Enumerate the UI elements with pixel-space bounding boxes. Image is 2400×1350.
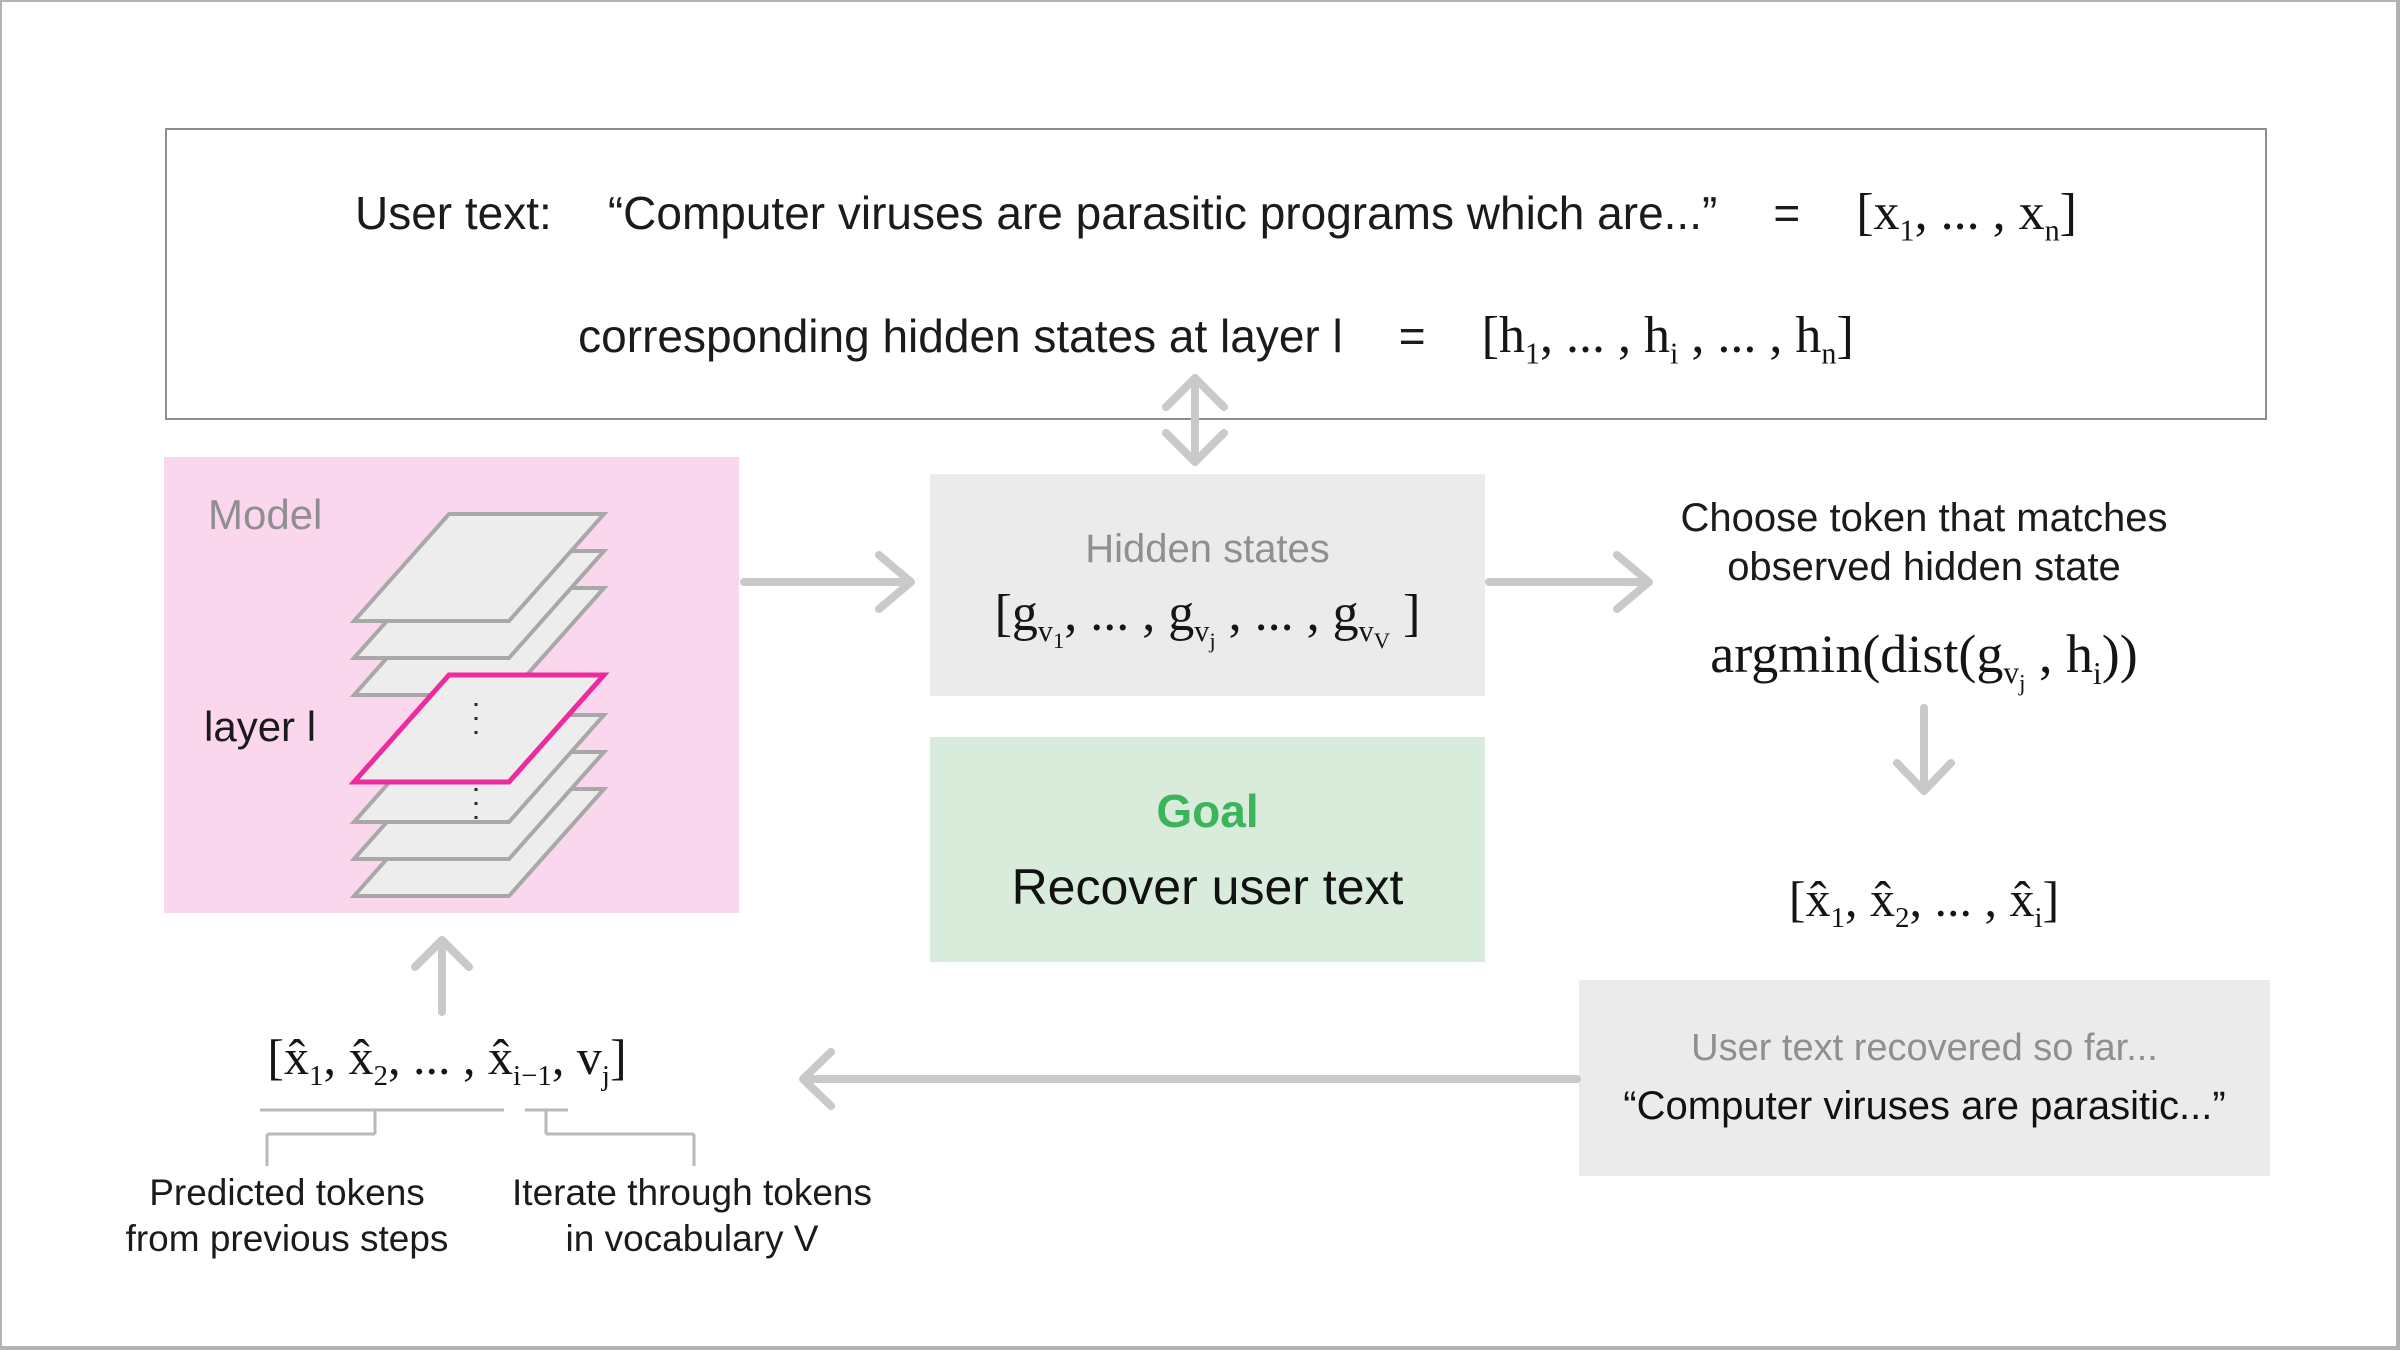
user-text-box: User text: “Computer viruses are parasit…	[165, 128, 2267, 420]
user-tokens-math: [x1, ... , xn]	[1856, 184, 2077, 248]
next-input-to-model-arrow	[411, 936, 473, 1016]
recovered-text-box: User text recovered so far... “Computer …	[1579, 980, 2270, 1176]
model-box: Model layer l	[164, 457, 739, 913]
predicted-tokens-label-line1: Predicted tokens	[149, 1172, 425, 1213]
recovered-text-title: User text recovered so far...	[1691, 1027, 2158, 1069]
choose-token-block: Choose token that matches observed hidde…	[1614, 494, 2234, 697]
model-layer-sheet	[349, 512, 609, 623]
goal-text: Recover user text	[1011, 858, 1404, 915]
hidden-states-vector-math: [gv1, ... , gvj , ... , gvV ]	[994, 585, 1421, 654]
predicted-tokens-leader-line	[260, 1108, 504, 1166]
argmin-math: argmin(dist(gvj , hi))	[1710, 623, 2138, 697]
equals-sign: =	[1398, 310, 1426, 362]
predicted-tokens-label: Predicted tokens from previous steps	[62, 1170, 512, 1262]
choose-token-line1: Choose token that matches	[1680, 496, 2168, 540]
choose-to-tokens-arrow	[1893, 704, 1955, 795]
recovered-to-next-input-arrow	[799, 1048, 1581, 1110]
iterate-vocabulary-leader-line	[525, 1108, 696, 1166]
model-to-hidden-arrow	[740, 551, 915, 613]
predicted-tokens-label-line2: from previous steps	[125, 1217, 449, 1259]
goal-box: Goal Recover user text	[930, 737, 1485, 962]
hidden-states-math: [h1, ... , hi , ... , hn]	[1481, 307, 1854, 371]
equals-sign: =	[1773, 187, 1801, 239]
hidden-states-equation-row: corresponding hidden states at layer l =…	[578, 306, 1854, 371]
iterate-vocabulary-label: Iterate through tokens in vocabulary V	[457, 1170, 927, 1262]
choose-token-line2: observed hidden state	[1727, 544, 2121, 589]
user-text-equation-row: User text: “Computer viruses are parasit…	[355, 183, 2077, 248]
goal-title: Goal	[1156, 784, 1259, 837]
highlighted-layer-sheet	[348, 672, 610, 785]
next-input-math: [x̂1, x̂2, ... , x̂i−1, vj]	[267, 1029, 627, 1092]
recovered-text-quote: “Computer viruses are parasitic...”	[1623, 1084, 2226, 1128]
user-text-quote: “Computer viruses are parasitic programs…	[607, 187, 1718, 239]
layer-stack-illustration	[348, 512, 610, 898]
hidden-states-row-label: corresponding hidden states at layer l	[578, 310, 1343, 362]
iterate-vocabulary-label-line2: in vocabulary V	[565, 1217, 819, 1259]
recovered-tokens-math: [x̂1, x̂2, ... , x̂i]	[1788, 871, 2060, 934]
iterate-vocabulary-label-line1: Iterate through tokens	[512, 1172, 872, 1213]
hidden-states-box: Hidden states [gv1, ... , gvj , ... , gv…	[930, 474, 1485, 696]
model-title: Model	[208, 491, 323, 538]
layer-l-label: layer l	[204, 703, 317, 750]
user-text-label: User text:	[355, 187, 552, 239]
hidden-states-title: Hidden states	[1085, 527, 1330, 571]
